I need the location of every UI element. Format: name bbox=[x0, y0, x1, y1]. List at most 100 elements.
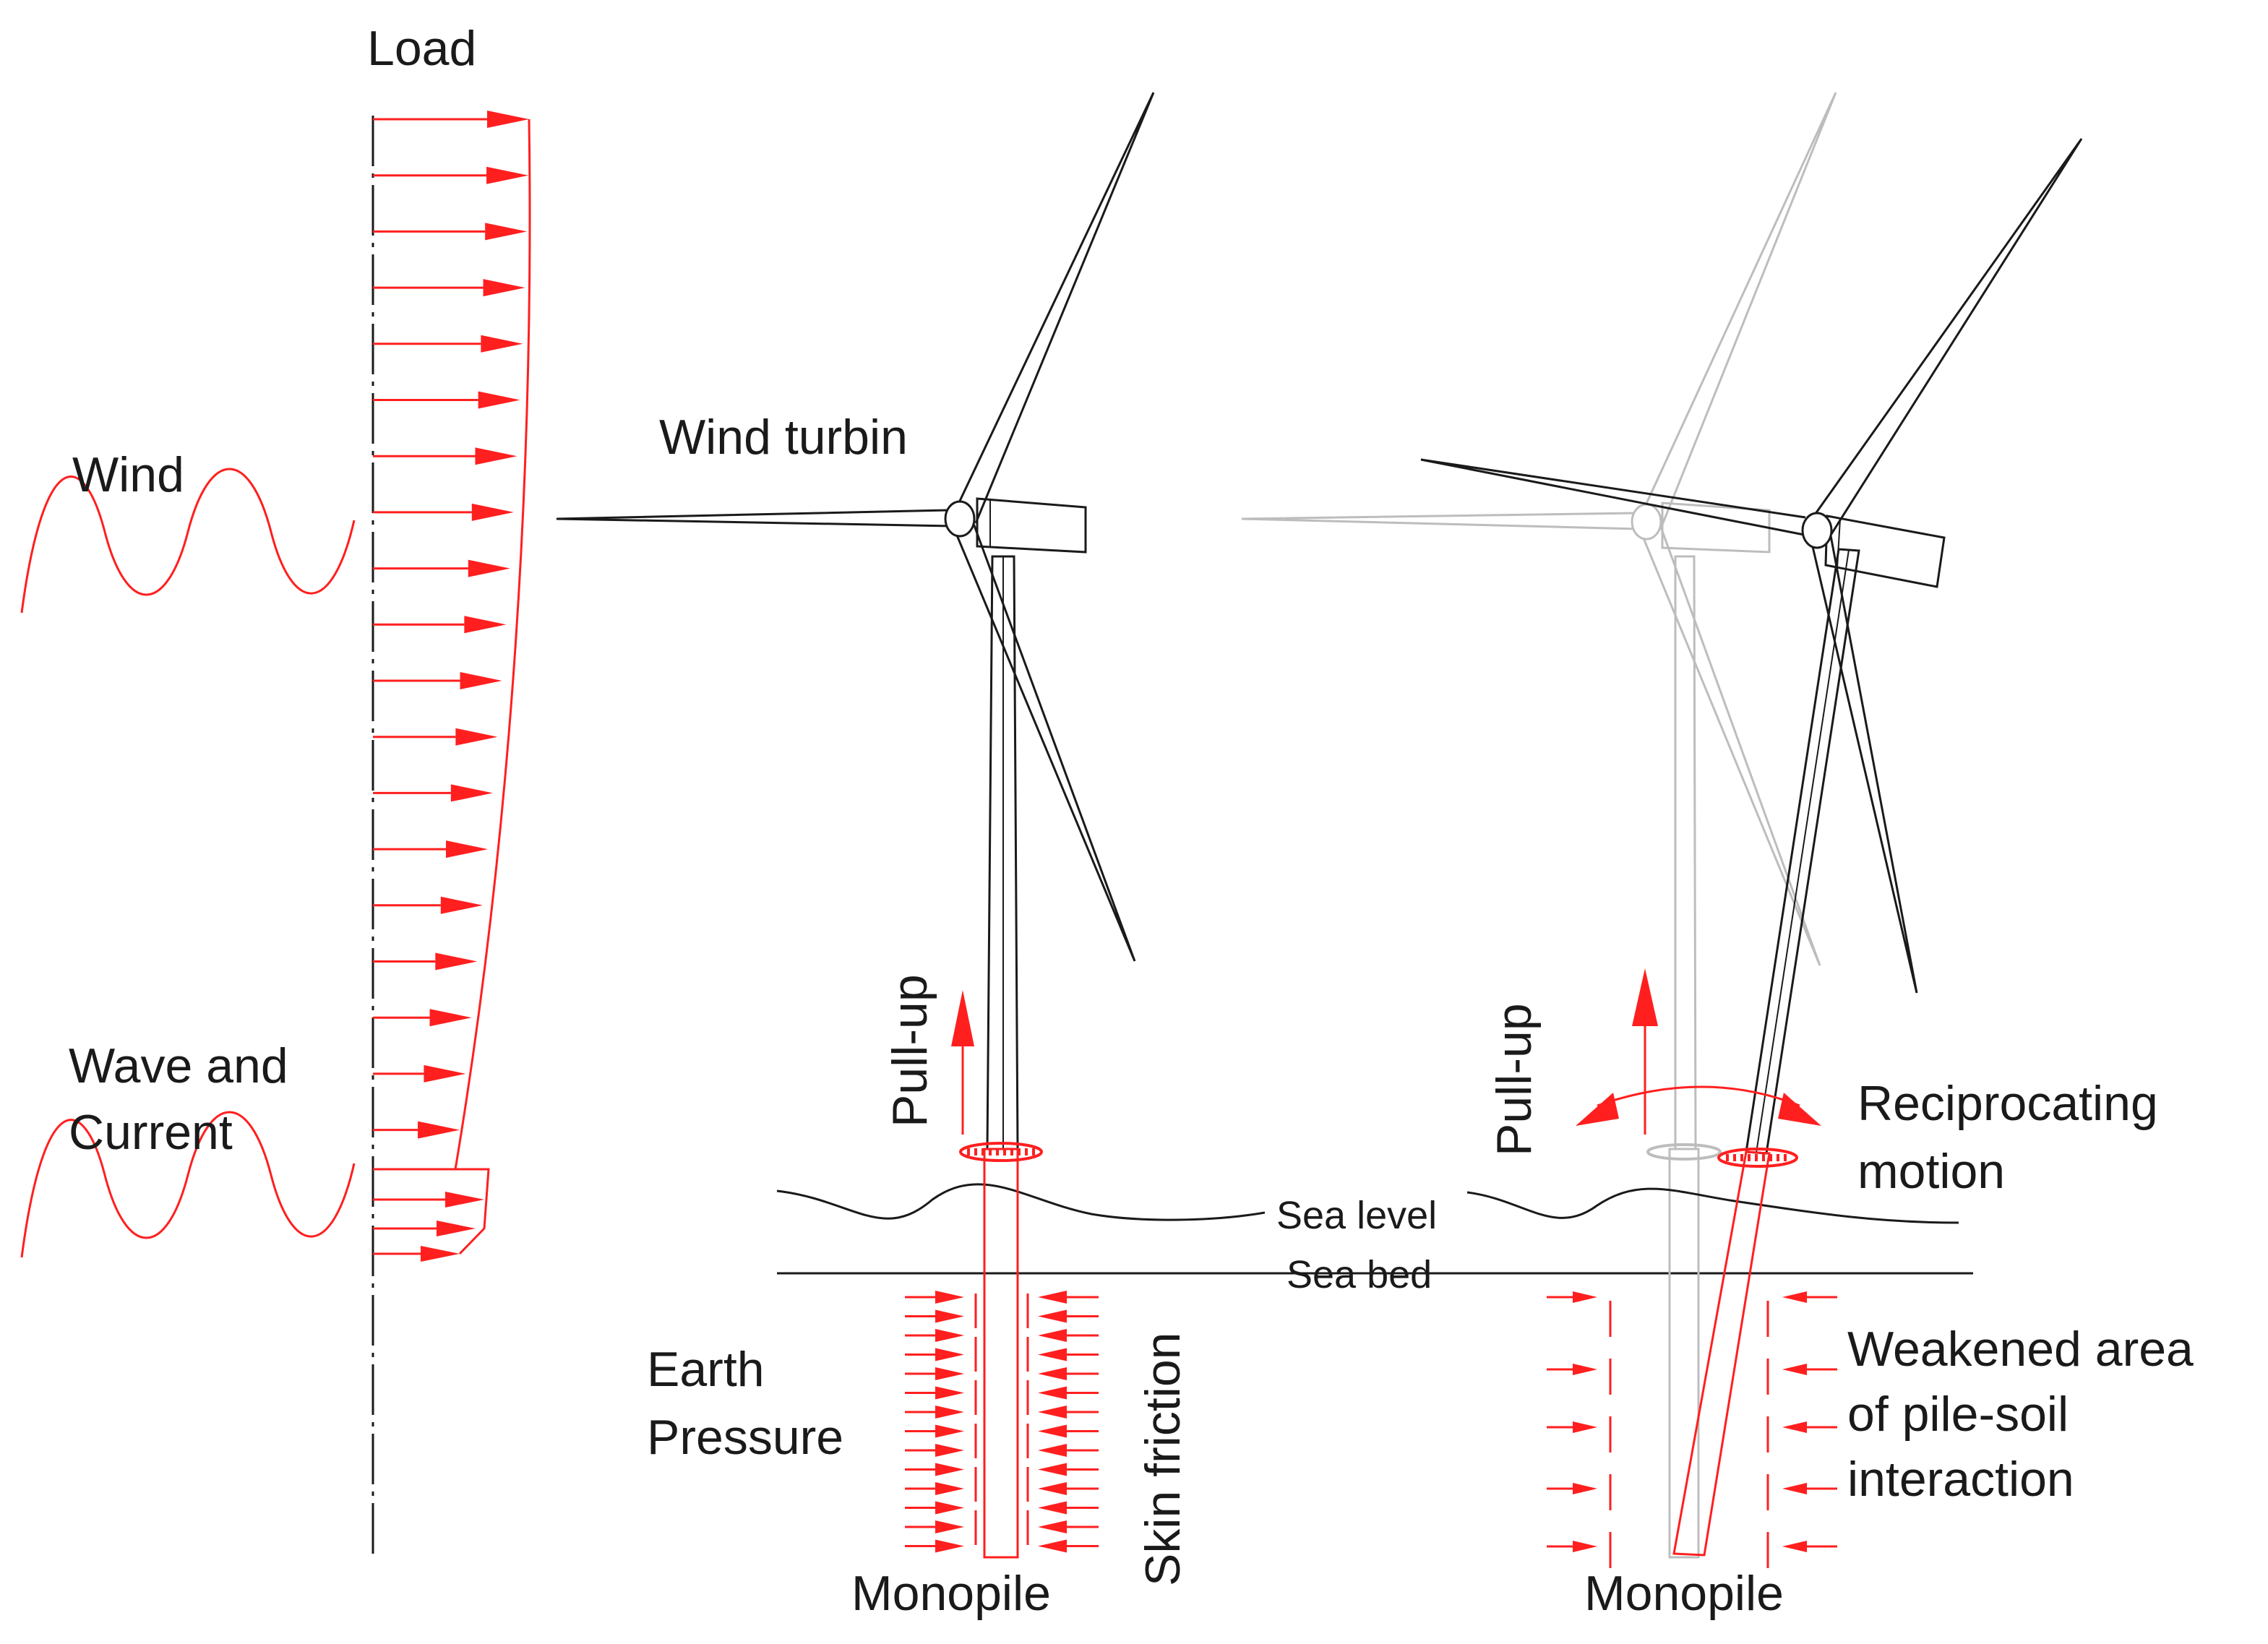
soil-pressure-arrows-tilted bbox=[1547, 1291, 1837, 1568]
monopile-tilted bbox=[1672, 1150, 1771, 1557]
wind-load-arrows bbox=[373, 111, 529, 1139]
wind-load-arrow-head bbox=[460, 672, 502, 689]
monopile-upright bbox=[983, 1148, 1019, 1559]
monopile-label-left: Monopile bbox=[851, 1566, 1051, 1621]
earth-pressure-arrow-head bbox=[935, 1348, 964, 1361]
monopile-label-right: Monopile bbox=[1584, 1566, 1784, 1621]
weakened-arrow-head bbox=[1782, 1541, 1807, 1552]
ghost-blade-left bbox=[1241, 512, 1638, 530]
wave-and-label: Wave and bbox=[69, 1038, 288, 1093]
tilted-nacelle bbox=[1824, 515, 1946, 588]
wind-load-arrow-head bbox=[424, 1064, 466, 1083]
weakened-arrow-head bbox=[1573, 1364, 1597, 1375]
tilted-blade-top bbox=[1808, 138, 2083, 537]
weakened-label-line2: of pile-soil bbox=[1847, 1387, 2069, 1442]
wind-load-arrow-head bbox=[481, 335, 523, 353]
earth-pressure-arrow-head bbox=[935, 1329, 964, 1342]
earth-pressure-arrow-head bbox=[935, 1444, 964, 1457]
weakened-arrow-head bbox=[1782, 1291, 1807, 1303]
skin-friction-arrow-head bbox=[1038, 1386, 1067, 1400]
blade-left bbox=[556, 509, 953, 528]
motion-label: motion bbox=[1857, 1144, 2005, 1199]
earth-pressure-arrow-head bbox=[935, 1291, 964, 1304]
skin-friction-arrow-head bbox=[1038, 1539, 1067, 1553]
weakened-arrow-head bbox=[1782, 1483, 1807, 1494]
ghost-tower bbox=[1674, 555, 1697, 1150]
skin-friction-arrow-head bbox=[1038, 1291, 1067, 1304]
skin-friction-arrow-head bbox=[1038, 1367, 1067, 1380]
reciprocating-arrow-right bbox=[1778, 1093, 1821, 1126]
skin-friction-arrow-head bbox=[1038, 1329, 1067, 1342]
skin-friction-label: Skin friction bbox=[1135, 1333, 1190, 1586]
pressure-label: Pressure bbox=[647, 1410, 843, 1465]
earth-pressure-arrow-head bbox=[935, 1309, 964, 1323]
weakened-arrow-head bbox=[1573, 1483, 1597, 1494]
weakened-label-line3: interaction bbox=[1847, 1452, 2074, 1507]
tilted-nacelle-edge bbox=[1837, 518, 1841, 569]
blade-bottom bbox=[954, 521, 1136, 962]
wave-load-arrows bbox=[373, 1192, 484, 1262]
wind-load-arrow-head bbox=[450, 784, 493, 802]
blade-top bbox=[953, 92, 1155, 524]
skin-friction-arrow-head bbox=[1038, 1463, 1067, 1476]
skin-friction-arrow-head bbox=[1038, 1348, 1067, 1361]
ghost-turbine bbox=[1241, 92, 1837, 1559]
wind-wave-icon bbox=[20, 468, 356, 614]
wind-turbine-tilted bbox=[1241, 92, 2083, 1568]
load-profile bbox=[20, 111, 531, 1561]
load-envelope bbox=[454, 119, 531, 1255]
earth-pressure-arrow-head bbox=[935, 1386, 964, 1400]
wind-load-arrow-head bbox=[418, 1121, 460, 1139]
ghost-blade-top bbox=[1639, 92, 1837, 525]
interface-ring-tilted bbox=[1717, 1148, 1798, 1168]
earth-pressure-arrow-head bbox=[935, 1501, 964, 1515]
wind-load-arrow-head bbox=[435, 952, 478, 971]
weakened-arrow-head bbox=[1573, 1421, 1597, 1433]
wind-load-arrow-head bbox=[487, 111, 529, 128]
wind-load-arrow-head bbox=[475, 447, 517, 465]
current-label: Current bbox=[69, 1105, 233, 1160]
ghost-hub bbox=[1631, 503, 1662, 541]
weakened-arrow-head bbox=[1782, 1421, 1807, 1433]
wind-load-arrow-head bbox=[464, 616, 507, 634]
weakened-arrow-head bbox=[1782, 1364, 1807, 1375]
tilted-blade-left bbox=[1420, 458, 1806, 536]
sea-level-wave bbox=[776, 1183, 1266, 1221]
earth-label: Earth bbox=[647, 1342, 765, 1397]
tilted-blade-bottom bbox=[1810, 531, 1918, 994]
pull-up-arrow-head-left bbox=[951, 990, 974, 1046]
reciprocating-arc bbox=[1597, 1085, 1800, 1107]
skin-friction-arrow-head bbox=[1038, 1444, 1067, 1457]
sea-bed-label: Sea bed bbox=[1287, 1253, 1432, 1296]
wave-load-arrow-head bbox=[437, 1221, 476, 1236]
wind-load-arrow-head bbox=[440, 896, 483, 914]
earth-pressure-arrow-head bbox=[935, 1539, 964, 1553]
skin-friction-arrow-head bbox=[1038, 1424, 1067, 1438]
wind-turbine-upright bbox=[556, 92, 1973, 1559]
weakened-arrow-head bbox=[1573, 1291, 1597, 1303]
ghost-blade-bottom bbox=[1641, 522, 1821, 966]
weakened-arrow-head bbox=[1573, 1541, 1597, 1552]
load-label: Load bbox=[367, 21, 476, 76]
earth-pressure-arrow-head bbox=[935, 1520, 964, 1533]
tilted-rotor-hub bbox=[1801, 512, 1833, 549]
ghost-ring bbox=[1646, 1143, 1722, 1161]
wind-load-arrow-head bbox=[483, 279, 525, 297]
ghost-monopile bbox=[1668, 1148, 1700, 1559]
tilted-tower-edge bbox=[1756, 549, 1850, 1153]
reciprocating-label: Reciprocating bbox=[1857, 1076, 2158, 1131]
reciprocating-arrow-left bbox=[1576, 1093, 1619, 1126]
skin-friction-arrow-head bbox=[1038, 1520, 1067, 1533]
sea-level-wave-right bbox=[1466, 1187, 1959, 1224]
wind-load-arrow-head bbox=[429, 1009, 472, 1027]
skin-friction-arrow-head bbox=[1038, 1309, 1067, 1323]
earth-pressure-arrow-head bbox=[935, 1406, 964, 1419]
rotor-hub bbox=[944, 500, 976, 538]
wind-turbin-label: Wind turbin bbox=[659, 410, 908, 465]
pull-up-label-right: Pull-up bbox=[1487, 1003, 1542, 1156]
wave-load-arrow-head bbox=[445, 1192, 484, 1208]
sea-wave-icon bbox=[20, 1111, 356, 1258]
pull-up-label-left: Pull-up bbox=[882, 974, 937, 1127]
